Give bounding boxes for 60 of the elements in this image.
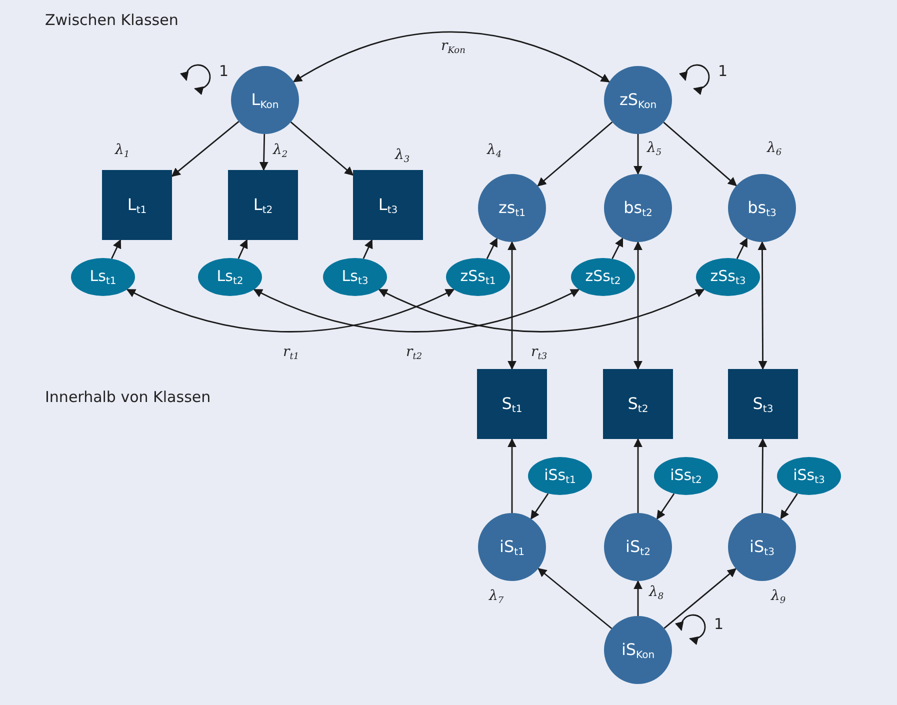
ellipse-node: iSs$_{t3}$	[777, 457, 841, 495]
square-node: S$_{t2}$	[603, 369, 673, 439]
arrow	[634, 134, 642, 175]
circle-node: bs$_{t3}$	[728, 174, 796, 242]
arrow	[736, 238, 748, 260]
arrow	[612, 238, 624, 260]
arrow	[634, 580, 642, 616]
section-label: Zwischen Klassen	[45, 11, 178, 29]
ellipse-node: Ls$_{t1}$	[71, 258, 135, 296]
ellipse-node: zSs$_{t1}$	[446, 258, 510, 296]
edge-label: 1	[717, 63, 729, 79]
arrow	[634, 438, 642, 513]
self-loop-arrow	[679, 64, 710, 95]
double-arrow	[126, 288, 455, 332]
arrow	[663, 122, 738, 186]
arrow	[290, 122, 354, 176]
double-arrow	[758, 241, 768, 370]
self-loop-arrow	[675, 614, 706, 645]
arrow	[530, 493, 549, 520]
edge-label: 1	[218, 63, 230, 79]
arrow	[508, 438, 516, 513]
double-arrow	[508, 241, 516, 370]
section-label: Innerhalb von Klassen	[45, 388, 211, 406]
arrow	[362, 239, 373, 259]
arrow	[758, 438, 768, 513]
arrow	[238, 239, 248, 259]
ellipse-node: iSs$_{t2}$	[654, 457, 718, 495]
double-arrow	[634, 241, 642, 370]
ellipse-node: zSs$_{t2}$	[571, 258, 635, 296]
square-node: S$_{t3}$	[728, 369, 798, 439]
ellipse-node: zSs$_{t3}$	[696, 258, 760, 296]
circle-node: zs$_{t1}$	[478, 174, 546, 242]
square-node: L$_{t3}$	[353, 170, 423, 240]
square-node: L$_{t2}$	[228, 170, 298, 240]
circle-node: iS$_{t2}$	[604, 513, 672, 581]
arrow	[259, 134, 268, 171]
square-node: L$_{t1}$	[102, 170, 172, 240]
circle-node: iS$_{Kon}$	[604, 616, 672, 684]
edge-label: 1	[713, 616, 725, 632]
ellipse-node: Ls$_{t3}$	[323, 258, 387, 296]
self-loop-arrow	[180, 64, 211, 95]
arrow	[664, 568, 737, 629]
arrow	[537, 122, 613, 186]
circle-node: zS$_{Kon}$	[604, 66, 672, 134]
arrow	[538, 568, 612, 630]
circle-node: iS$_{t3}$	[728, 513, 796, 581]
arrow	[171, 121, 240, 177]
double-arrow	[292, 31, 610, 83]
ellipse-node: iSs$_{t1}$	[528, 457, 592, 495]
arrow	[486, 238, 498, 260]
arrow	[111, 239, 122, 259]
double-arrow	[253, 288, 580, 332]
ellipse-node: Ls$_{t2}$	[198, 258, 262, 296]
square-node: S$_{t1}$	[477, 369, 547, 439]
double-arrow	[378, 288, 705, 332]
arrow	[656, 493, 675, 520]
circle-node: L$_{Kon}$	[231, 66, 299, 134]
arrow	[780, 493, 798, 520]
circle-node: iS$_{t1}$	[478, 513, 546, 581]
circle-node: bs$_{t2}$	[604, 174, 672, 242]
